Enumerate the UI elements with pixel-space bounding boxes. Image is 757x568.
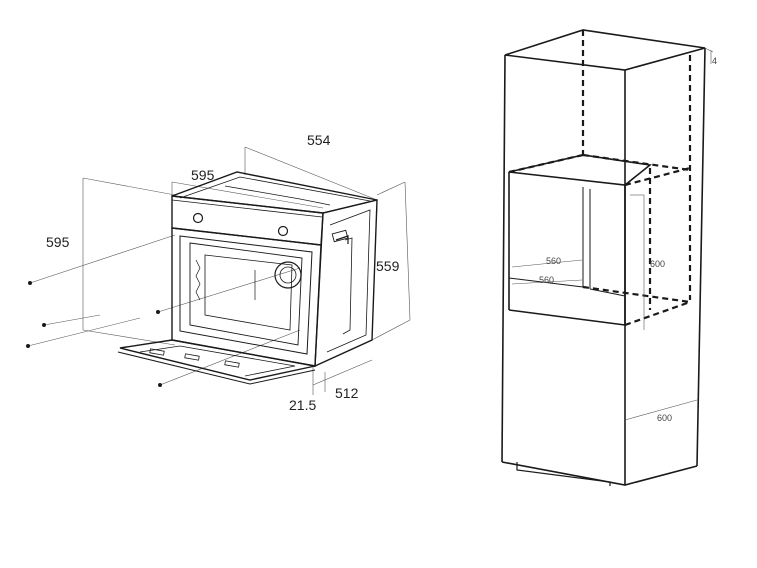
dim-side-height: 559 bbox=[376, 258, 400, 274]
screw-icon bbox=[42, 323, 46, 327]
dim-cabinet-depth: 600 bbox=[657, 413, 672, 423]
oven-body bbox=[117, 171, 378, 385]
screw-icon bbox=[158, 383, 162, 387]
dim-niche-height: 600 bbox=[650, 259, 665, 269]
screws bbox=[26, 281, 162, 387]
cabinet-body bbox=[501, 29, 706, 486]
left-knob-icon bbox=[192, 212, 204, 224]
side-vent bbox=[331, 229, 349, 243]
dim-top-depth: 554 bbox=[307, 132, 331, 148]
cabinet-dimension-lines bbox=[511, 47, 714, 421]
dim-top-gap: 4 bbox=[712, 56, 717, 66]
dim-niche-width-lower: 560 bbox=[539, 275, 554, 285]
screw-icon bbox=[28, 281, 32, 285]
dim-door-thickness: 21.5 bbox=[289, 397, 316, 413]
cabinet-hidden-lines bbox=[508, 30, 692, 327]
dim-niche-width-upper: 560 bbox=[546, 256, 561, 266]
oven-drawing: 554 595 595 559 21.5 512 bbox=[26, 132, 411, 413]
screw-icon bbox=[156, 310, 160, 314]
dim-body-depth: 512 bbox=[335, 385, 359, 401]
right-knob-icon bbox=[277, 225, 289, 237]
cabinet-drawing: 4 560 560 600 600 bbox=[501, 29, 717, 486]
dim-height: 595 bbox=[46, 234, 70, 250]
dim-front-width: 595 bbox=[191, 167, 215, 183]
fan-icon bbox=[274, 261, 302, 289]
screw-icon bbox=[26, 344, 30, 348]
